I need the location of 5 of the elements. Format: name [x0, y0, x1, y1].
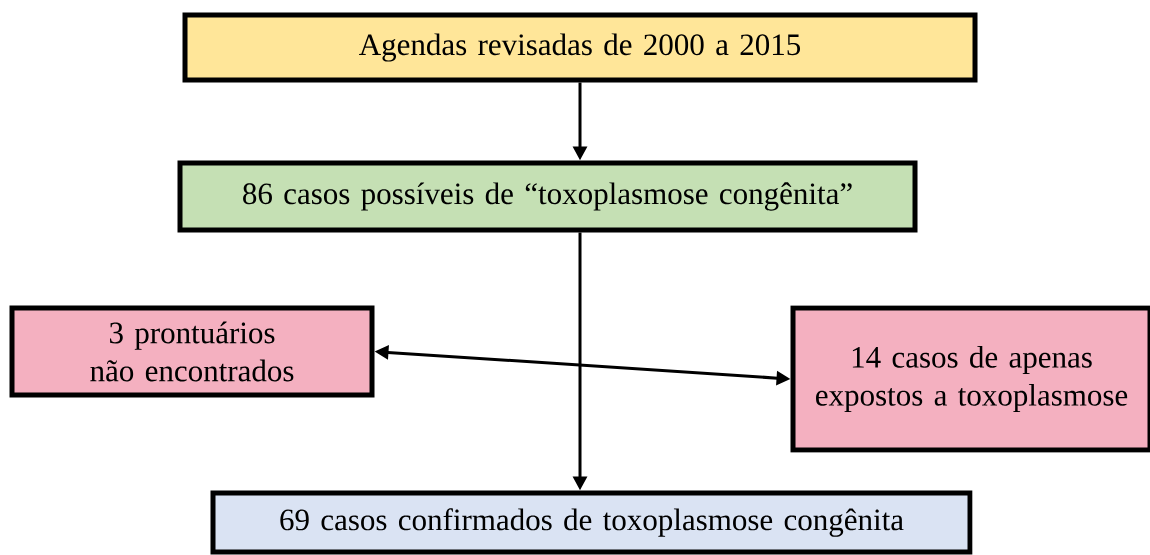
process-box: 14 casos de apenas expostos a toxoplasmose — [790, 305, 1150, 453]
process-box: 3 prontuários não encontrados — [9, 305, 375, 398]
process-box: 69 casos confirmados de toxoplasmose congênita — [210, 490, 973, 555]
process-box: Agendas revisadas de 2000 a 2015 — [182, 12, 978, 83]
process-box: 86 casos possíveis de “toxoplasmose congênita” — [177, 160, 918, 233]
